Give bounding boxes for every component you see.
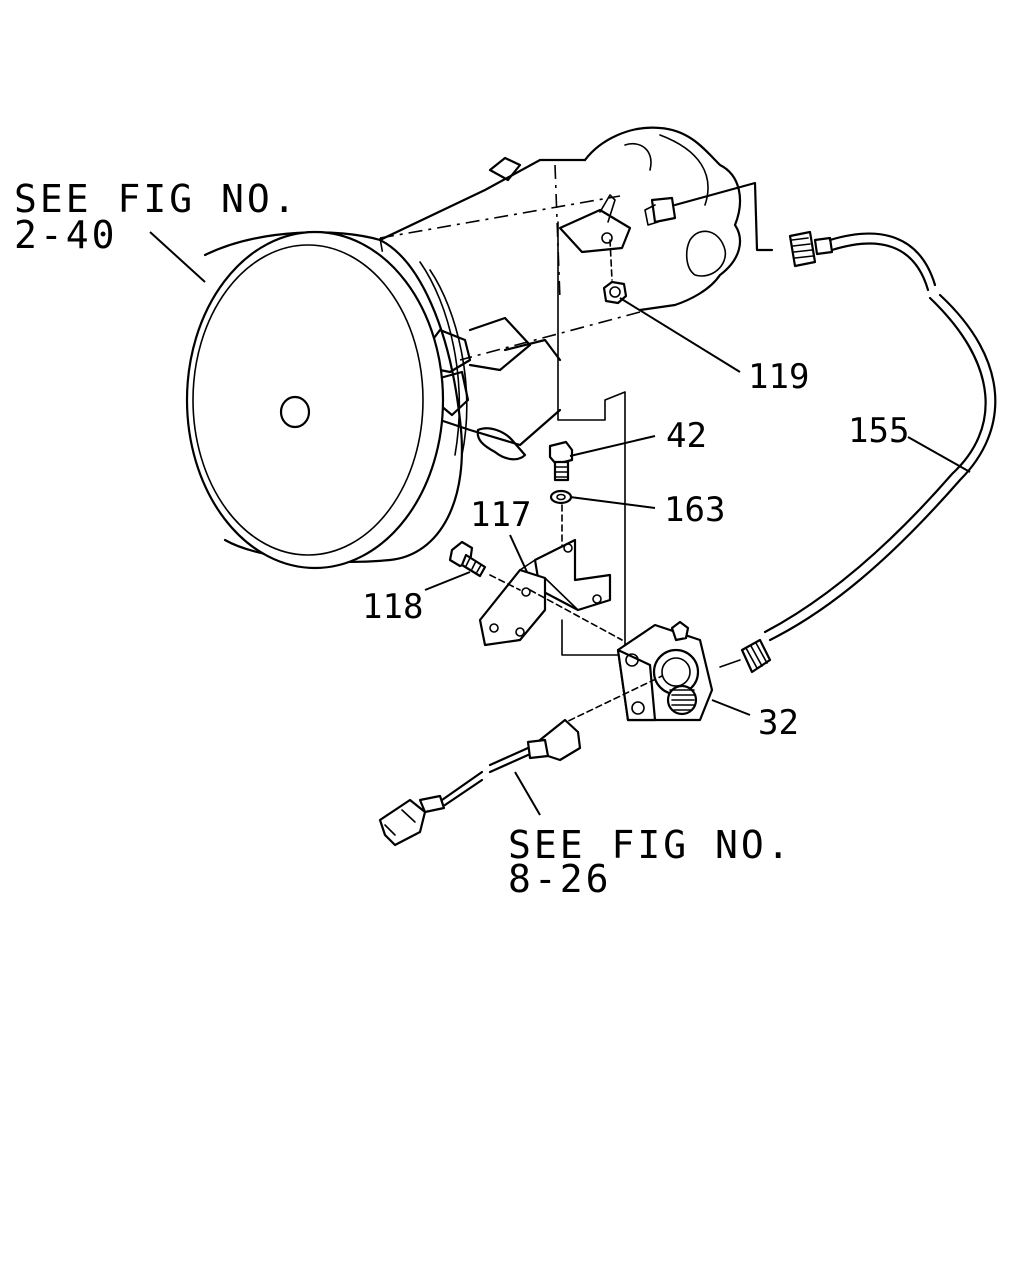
callout-117: 117 [470,495,531,535]
speedometer-cable-155 [673,181,997,674]
leader-118 [424,571,471,591]
bolt-118 [448,540,521,591]
bolt-42 [548,440,574,482]
leader-32 [711,699,751,716]
fig-ref-transmission-line2: 2-40 [14,213,118,257]
speed-sensor-32 [529,589,714,726]
leader-8-26 [514,771,541,816]
leader-42 [569,435,656,457]
leader-155 [907,436,971,473]
callout-155: 155 [848,411,909,451]
fig-ref-transmission-line1: SEE FIG NO. [14,177,299,221]
callout-163: 163 [664,490,725,530]
leader-lines [149,231,971,816]
leader-119 [619,297,741,373]
fig-ref-harness-line1: SEE FIG NO. [508,823,793,867]
leader-163 [569,496,656,509]
callout-119: 119 [748,357,809,397]
callout-118: 118 [362,587,423,627]
fig-ref-harness-line2: 8-26 [508,857,612,901]
leader-117 [509,534,528,573]
bell-housing [185,230,468,570]
callout-32: 32 [758,703,799,743]
bracket-117 [478,538,612,647]
callout-42: 42 [666,416,707,456]
sensor-harness [378,718,582,847]
leader-2-40 [149,231,206,283]
